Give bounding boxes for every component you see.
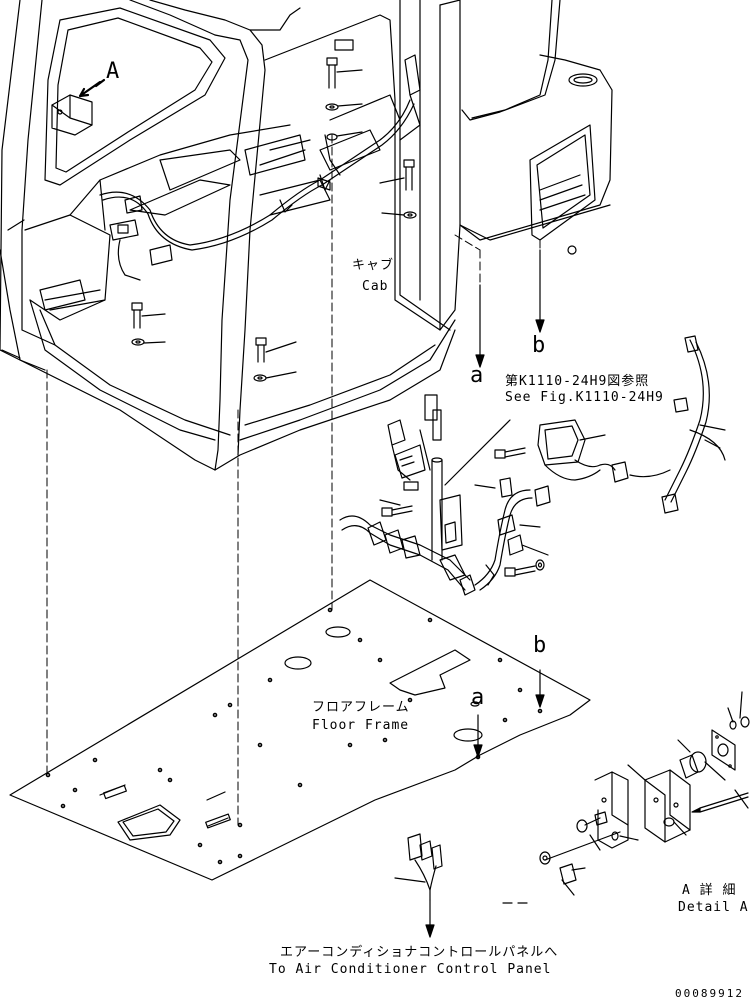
ref-figure-jp: 第K1110-24H9図参照 [505, 374, 650, 389]
harness-assembly [340, 336, 725, 595]
projection-lines [47, 135, 540, 935]
view-a-label: A [106, 59, 120, 84]
cab-label-en: Cab [362, 279, 389, 294]
floor-frame [10, 580, 590, 880]
view-a-part [52, 80, 104, 135]
floor-frame-label-en: Floor Frame [312, 718, 410, 733]
ac-panel-label-jp: エアーコンディショナコントロールパネルへ [280, 945, 559, 960]
detail-a-title-jp: A 詳 細 [682, 883, 737, 898]
cab-bolts [132, 58, 416, 381]
reference-arrows [426, 250, 544, 937]
detail-a [503, 692, 749, 903]
ac-panel-label-en: To Air Conditioner Control Panel [269, 962, 552, 977]
cab-label-jp: キャブ [352, 258, 395, 273]
ref-marker-a-2: a [471, 685, 485, 710]
detail-a-title-en: Detail A [678, 900, 749, 915]
floor-frame-label-jp: フロアフレーム [312, 700, 410, 715]
ref-figure-en: See Fig.K1110-24H9 [505, 390, 664, 405]
cab-frame [0, 0, 612, 470]
ref-marker-b-1: b [532, 333, 546, 358]
ac-connector [395, 834, 442, 900]
ref-marker-b-2: b [533, 633, 547, 658]
ref-marker-a-1: a [470, 363, 484, 388]
drawing-number: 00089912 [675, 987, 744, 1000]
